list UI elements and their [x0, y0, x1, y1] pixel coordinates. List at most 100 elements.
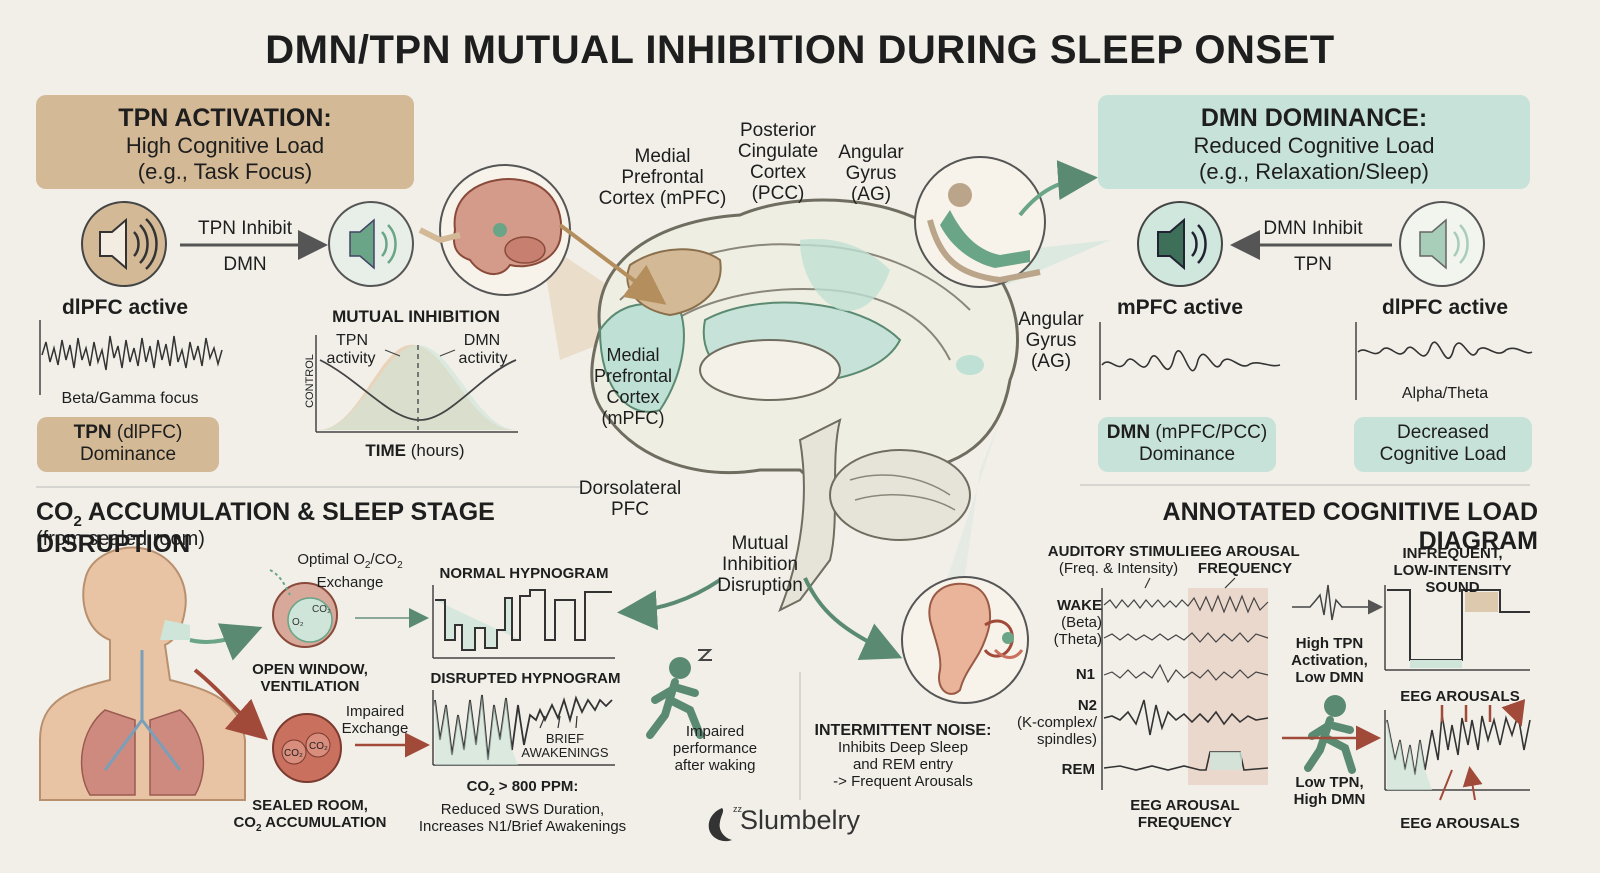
n2-3: spindles) — [1036, 731, 1097, 748]
sealed-2-pre: CO — [233, 814, 256, 831]
disruption-2: Inhibition — [721, 554, 799, 575]
dmn-panel-line2: (e.g., Relaxation/Sleep) — [1199, 159, 1429, 184]
optimal-2: Exchange — [316, 574, 384, 591]
bottom-1: EEG AROUSAL — [1130, 797, 1240, 814]
optimal-sub2: 2 — [397, 560, 403, 571]
eeg-arousal-2: FREQUENCY — [1197, 560, 1293, 577]
mpfc-top-label: Medial Prefrontal Cortex (mPFC) — [590, 146, 735, 209]
beta-gamma-label: Beta/Gamma focus — [61, 390, 199, 407]
open-window-1: OPEN WINDOW, — [252, 661, 368, 678]
tpn-dominance-badge: TPN (dlPFC) Dominance — [37, 417, 219, 472]
n1-stage-label: N1 — [1075, 666, 1095, 683]
right-dlpfc-active-label: dlPFC active — [1381, 296, 1509, 319]
person-relaxing-icon — [927, 183, 1041, 284]
brief-2: AWAKENINGS — [521, 745, 609, 760]
tpn-badge-bold: TPN — [73, 422, 112, 443]
brief-1: BRIEF — [545, 731, 585, 746]
auditory-2: (Freq. & Intensity) — [1058, 560, 1179, 577]
dlpfc-2: PFC — [611, 499, 649, 520]
open-window-label: OPEN WINDOW, VENTILATION — [240, 661, 380, 695]
ag-top-3: (AG) — [850, 184, 892, 205]
normal-hypnogram-title: NORMAL HYPNOGRAM — [439, 565, 609, 582]
impaired-perf-1: Impaired — [685, 723, 745, 740]
co2-section-subtitle: (from sealed room) — [36, 528, 205, 550]
dmn-inhibit-label: DMN Inhibit — [1263, 218, 1363, 239]
pcc-3: Cortex — [750, 162, 806, 183]
impaired-perf-2: performance — [672, 740, 758, 757]
brain-icon — [590, 198, 1019, 613]
low-tpn-1: Low TPN, — [1295, 774, 1364, 791]
infrequent-2: LOW-INTENSITY SOUND — [1393, 562, 1512, 596]
mpfc-top-1: Medial — [634, 146, 691, 167]
optimal-exchange-label: Optimal O2/CO2 Exchange — [285, 551, 415, 591]
co2-threshold-note: CO2 > 800 PPM: Reduced SWS Duration, Inc… — [405, 778, 640, 835]
tpn-badge-line2: Dominance — [79, 444, 177, 465]
ag-top-label: Angular Gyrus (AG) — [826, 142, 916, 205]
tpn-activity-label-2: activity — [326, 350, 376, 367]
mpfc-top-2: Prefrontal — [621, 167, 704, 188]
dmn-activity-label-1: DMN — [463, 332, 501, 349]
co2-title-pre: CO — [36, 498, 74, 526]
speaker-icon — [99, 217, 158, 271]
co2-post: > 800 PPM: — [494, 778, 579, 795]
ag-right-3: (AG) — [1030, 351, 1072, 372]
bottom-2: FREQUENCY — [1137, 814, 1233, 831]
mpfc-left-4: (mPFC) — [601, 408, 665, 428]
dmn-panel-line1: Reduced Cognitive Load — [1193, 133, 1435, 158]
tpn-inhibit-target: DMN — [223, 254, 267, 275]
disruption-1: Mutual — [731, 533, 789, 554]
wake-1: WAKE — [1057, 597, 1102, 614]
speaker-icon — [1157, 217, 1207, 271]
tpn-panel-line2: (e.g., Task Focus) — [137, 159, 313, 184]
annotated-title: ANNOTATED COGNITIVE LOAD DIAGRAM — [1162, 498, 1538, 555]
noise-title: INTERMITTENT NOISE: — [814, 722, 992, 739]
svg-text:CO₂: CO₂ — [312, 604, 331, 615]
brain-icon — [452, 178, 563, 275]
low-tpn-2: High DMN — [1293, 791, 1366, 808]
wake-stage-label: WAKE (Beta) (Theta) — [1030, 597, 1102, 648]
tpn-panel-heading: TPN ACTIVATION: — [118, 104, 332, 132]
impaired-performance-label: Impaired performance after waking — [660, 723, 770, 774]
impaired-perf-3: after waking — [674, 757, 756, 774]
noise-line3: -> Frequent Arousals — [833, 773, 973, 790]
co2-pre: CO — [466, 778, 490, 795]
eeg-arousal-1: EEG AROUSAL — [1190, 543, 1300, 560]
impaired-2: Exchange — [341, 720, 409, 737]
decreased-badge-line1: Decreased — [1397, 422, 1489, 443]
svg-text:CO₂: CO₂ — [309, 741, 328, 752]
wake-2: (Beta) — [1061, 614, 1102, 631]
impaired-exchange-label: Impaired Exchange — [335, 703, 415, 737]
svg-text:O₂: O₂ — [292, 617, 304, 628]
pcc-2: Cingulate — [737, 141, 819, 162]
impaired-1: Impaired — [345, 703, 405, 720]
optimal-sub1: 2 — [364, 560, 371, 571]
dmn-badge-line2: Dominance — [1138, 444, 1236, 465]
n2-1: N2 — [1077, 697, 1097, 714]
high-tpn-1: High TPN — [1295, 635, 1364, 652]
decreased-load-badge: Decreased Cognitive Load — [1354, 417, 1532, 472]
chart-ylabel: CONTROL — [304, 354, 316, 408]
co2-title-post: ACCUMULATION & SLEEP STAGE DISRUPTION — [36, 498, 495, 558]
ag-top-1: Angular — [838, 142, 904, 163]
lungs-icon — [39, 546, 246, 801]
ag-right-2: Gyrus — [1025, 330, 1077, 351]
co2-title-sub: 2 — [73, 513, 82, 530]
running-person-icon — [646, 649, 713, 739]
eeg-arousals-top-label: EEG AROUSALS — [1400, 688, 1520, 705]
optimal-mid: /CO — [370, 551, 398, 568]
brand-name: Slumbelry — [740, 805, 861, 835]
high-tpn-label: High TPN Activation, Low DMN — [1282, 635, 1377, 686]
xlabel-bold: TIME — [365, 441, 407, 460]
high-tpn-3: Low DMN — [1295, 669, 1364, 686]
page-title: DMN/TPN MUTUAL INHIBITION DURING SLEEP O… — [265, 28, 1335, 72]
pcc-4: (PCC) — [751, 183, 805, 204]
intermittent-noise-note: INTERMITTENT NOISE: Inhibits Deep Sleep … — [808, 722, 998, 790]
sealed-room-label: SEALED ROOM, CO2 ACCUMULATION — [225, 797, 395, 837]
brand-mark: zz — [733, 804, 742, 814]
mpfc-left-label: Medial Prefrontal Cortex (mPFC) — [583, 345, 683, 429]
auditory-1: AUDITORY STIMULI — [1047, 543, 1190, 560]
dlpfc-label: Dorsolateral PFC — [570, 478, 690, 520]
disruption-label: Mutual Inhibition Disruption — [710, 533, 810, 596]
tpn-panel-line1: High Cognitive Load — [125, 133, 325, 158]
